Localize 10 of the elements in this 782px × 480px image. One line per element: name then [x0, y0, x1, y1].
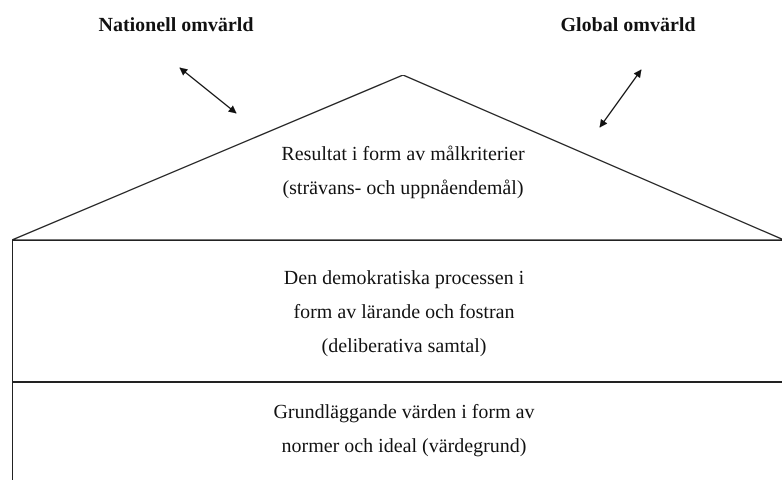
roof-text: Resultat i form av målkriterier (strävans- och uppnåendemål): [280, 142, 526, 201]
layer-box: [12, 240, 782, 382]
layer-text: Grundläggande värden i form av normer och ideal (värdegrund): [272, 400, 536, 459]
layer-box: [12, 382, 782, 480]
double-arrow: [179, 68, 237, 114]
layer-text: Den demokratiska processen i form av lärande och fostran (deliberativa samtal): [282, 266, 526, 359]
roof-triangle: [12, 75, 782, 240]
heading-label: Global omvärld: [548, 14, 708, 37]
heading-label: Nationell omvärld: [78, 14, 274, 37]
double-arrow: [599, 69, 642, 128]
